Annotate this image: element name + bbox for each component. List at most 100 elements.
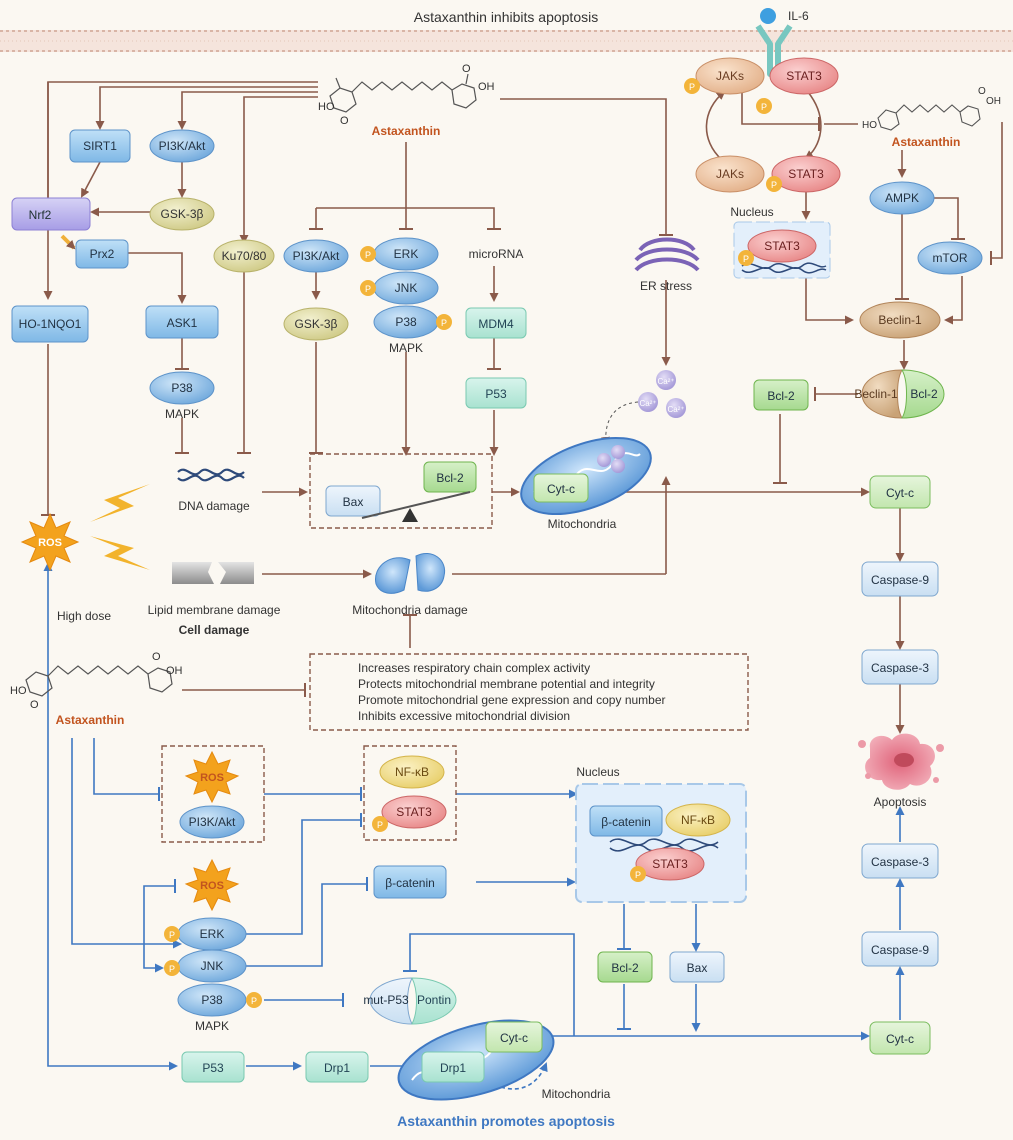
- nucleus-bottom-label: Nucleus: [576, 765, 619, 779]
- pi3k-akt-mid-node: PI3K/Akt: [283, 239, 349, 273]
- caspase3-right-1-node: Caspase-3: [861, 649, 939, 685]
- jnk-mid-node: JNK P: [360, 271, 439, 305]
- mdm4-node: MDM4: [465, 307, 527, 339]
- cytc-right-2-node: Cyt-c: [869, 1021, 931, 1055]
- pi3k-akt-top-node: PI3K/Akt: [149, 129, 215, 163]
- svg-text:MDM4: MDM4: [478, 317, 514, 331]
- bcl2-right-node: Bcl-2: [753, 379, 809, 411]
- svg-text:PI3K/Akt: PI3K/Akt: [293, 249, 340, 263]
- stat3-node-1: STAT3 P: [756, 57, 839, 114]
- ros-bottom-1-icon: ROS: [184, 750, 240, 804]
- jaks-node-1: JAKs P: [684, 57, 765, 95]
- astaxanthin-o-top: O: [340, 115, 349, 127]
- beclin1-node: Beclin-1: [859, 301, 941, 339]
- svg-text:ERK: ERK: [200, 927, 225, 941]
- svg-text:NF-κB: NF-κB: [395, 765, 429, 779]
- mito-damage-label: Mitochondria damage: [352, 603, 468, 617]
- cell-membrane: [0, 30, 1013, 52]
- caspase9-right-2-node: Caspase-9: [861, 931, 939, 967]
- mito-protection-box: [309, 653, 749, 731]
- svg-text:JAKs: JAKs: [716, 167, 744, 181]
- prx2-node: Prx2: [75, 239, 129, 269]
- astaxanthin-molecule-left: [25, 665, 173, 697]
- svg-text:PI3K/Akt: PI3K/Akt: [189, 815, 236, 829]
- stat3-bottom-node: STAT3 P: [372, 795, 447, 832]
- gsk3b-top-node: GSK-3β: [149, 197, 215, 231]
- svg-text:Cyt-c: Cyt-c: [886, 486, 914, 500]
- mapk-left-label: MAPK: [165, 407, 199, 421]
- svg-text:β-catenin: β-catenin: [385, 876, 435, 890]
- caspase3-right-2-node: Caspase-3: [861, 843, 939, 879]
- svg-text:P: P: [743, 254, 749, 264]
- svg-text:P: P: [169, 964, 175, 974]
- p53-mid-node: P53: [465, 377, 527, 409]
- high-dose-label: High dose: [57, 609, 111, 623]
- astaxanthin-o-right: O: [978, 86, 986, 97]
- svg-text:SIRT1: SIRT1: [83, 139, 117, 153]
- svg-text:STAT3: STAT3: [788, 167, 824, 181]
- mito-effect-3: Promote mitochondrial gene expression an…: [358, 693, 666, 707]
- svg-text:Prx2: Prx2: [90, 247, 115, 261]
- gsk3b-mid-node: GSK-3β: [283, 307, 349, 341]
- svg-text:Bcl-2: Bcl-2: [767, 389, 795, 403]
- svg-text:HO-1NQO1: HO-1NQO1: [19, 317, 82, 331]
- svg-text:P38: P38: [201, 993, 223, 1007]
- nrf2-node: Nrf2: [11, 197, 91, 231]
- bcl2-bottom-node: Bcl-2: [597, 951, 653, 983]
- stat3-nucleus-bottom-node: STAT3 P: [630, 847, 705, 882]
- svg-text:P: P: [365, 284, 371, 294]
- dna-icon: [177, 468, 245, 482]
- top-title: Astaxanthin inhibits apoptosis: [414, 9, 598, 25]
- apoptosis-label: Apoptosis: [874, 795, 927, 809]
- il6-label: IL-6: [788, 9, 809, 23]
- p53-bottom-node: P53: [181, 1051, 245, 1083]
- svg-text:mTOR: mTOR: [932, 251, 967, 265]
- svg-text:Cyt-c: Cyt-c: [886, 1032, 914, 1046]
- nrf2-prx2-arrow: [60, 234, 76, 250]
- mapk-mid-label: MAPK: [389, 341, 423, 355]
- svg-text:P: P: [365, 250, 371, 260]
- ros-bottom-2-icon: ROS: [184, 858, 240, 912]
- svg-text:P53: P53: [485, 387, 507, 401]
- mitochondria-label: Mitochondria: [548, 517, 617, 531]
- mitochondria-bottom-label: Mitochondria: [542, 1087, 611, 1101]
- nfkb-bottom-node: NF-κB: [379, 755, 445, 789]
- svg-text:mut-P53: mut-P53: [363, 993, 409, 1007]
- svg-text:Caspase-9: Caspase-9: [871, 573, 929, 587]
- microrna-label: microRNA: [469, 247, 524, 261]
- astaxanthin-molecule-right: [877, 104, 981, 131]
- lipid-damage-label: Lipid membrane damage: [148, 603, 281, 617]
- nfkb-nucleus-node: NF-κB: [665, 803, 731, 837]
- cell-damage-label: Cell damage: [179, 623, 250, 637]
- svg-text:P38: P38: [171, 381, 193, 395]
- svg-text:Ca²⁺: Ca²⁺: [657, 377, 674, 386]
- erk-mid-node: ERK P: [360, 237, 439, 271]
- svg-text:Bcl-2: Bcl-2: [910, 387, 938, 401]
- svg-text:Ca²⁺: Ca²⁺: [639, 399, 656, 408]
- mapk-bottom-label: MAPK: [195, 1019, 229, 1033]
- svg-text:ERK: ERK: [394, 247, 419, 261]
- p38-left-node: P38: [149, 371, 215, 405]
- svg-text:PI3K/Akt: PI3K/Akt: [159, 139, 206, 153]
- svg-text:P: P: [441, 318, 447, 328]
- svg-text:P: P: [169, 930, 175, 940]
- pi3k-akt-bottom-node: PI3K/Akt: [179, 805, 245, 839]
- beta-catenin-nucleus-node: β-catenin: [589, 805, 663, 837]
- mutp53-pontin-complex: mut-P53 Pontin: [363, 977, 457, 1025]
- svg-text:Ca²⁺: Ca²⁺: [667, 405, 684, 414]
- er-stress-icon: [634, 237, 700, 272]
- svg-text:Caspase-9: Caspase-9: [871, 943, 929, 957]
- svg-text:JNK: JNK: [395, 281, 418, 295]
- svg-text:GSK-3β: GSK-3β: [161, 207, 204, 221]
- svg-text:Bcl-2: Bcl-2: [611, 961, 639, 975]
- svg-text:Ku70/80: Ku70/80: [222, 249, 267, 263]
- drp1-bottom-2-node: Drp1: [421, 1051, 485, 1083]
- lightning-icon: [90, 484, 150, 522]
- beclin1-bcl2-complex: Beclin-1 Bcl-2: [854, 369, 945, 419]
- cytc-mito-node: Cyt-c: [533, 473, 589, 503]
- svg-text:P: P: [689, 82, 695, 92]
- svg-text:GSK-3β: GSK-3β: [295, 317, 338, 331]
- svg-text:NF-κB: NF-κB: [681, 813, 715, 827]
- mito-effect-1: Increases respiratory chain complex acti…: [358, 661, 590, 675]
